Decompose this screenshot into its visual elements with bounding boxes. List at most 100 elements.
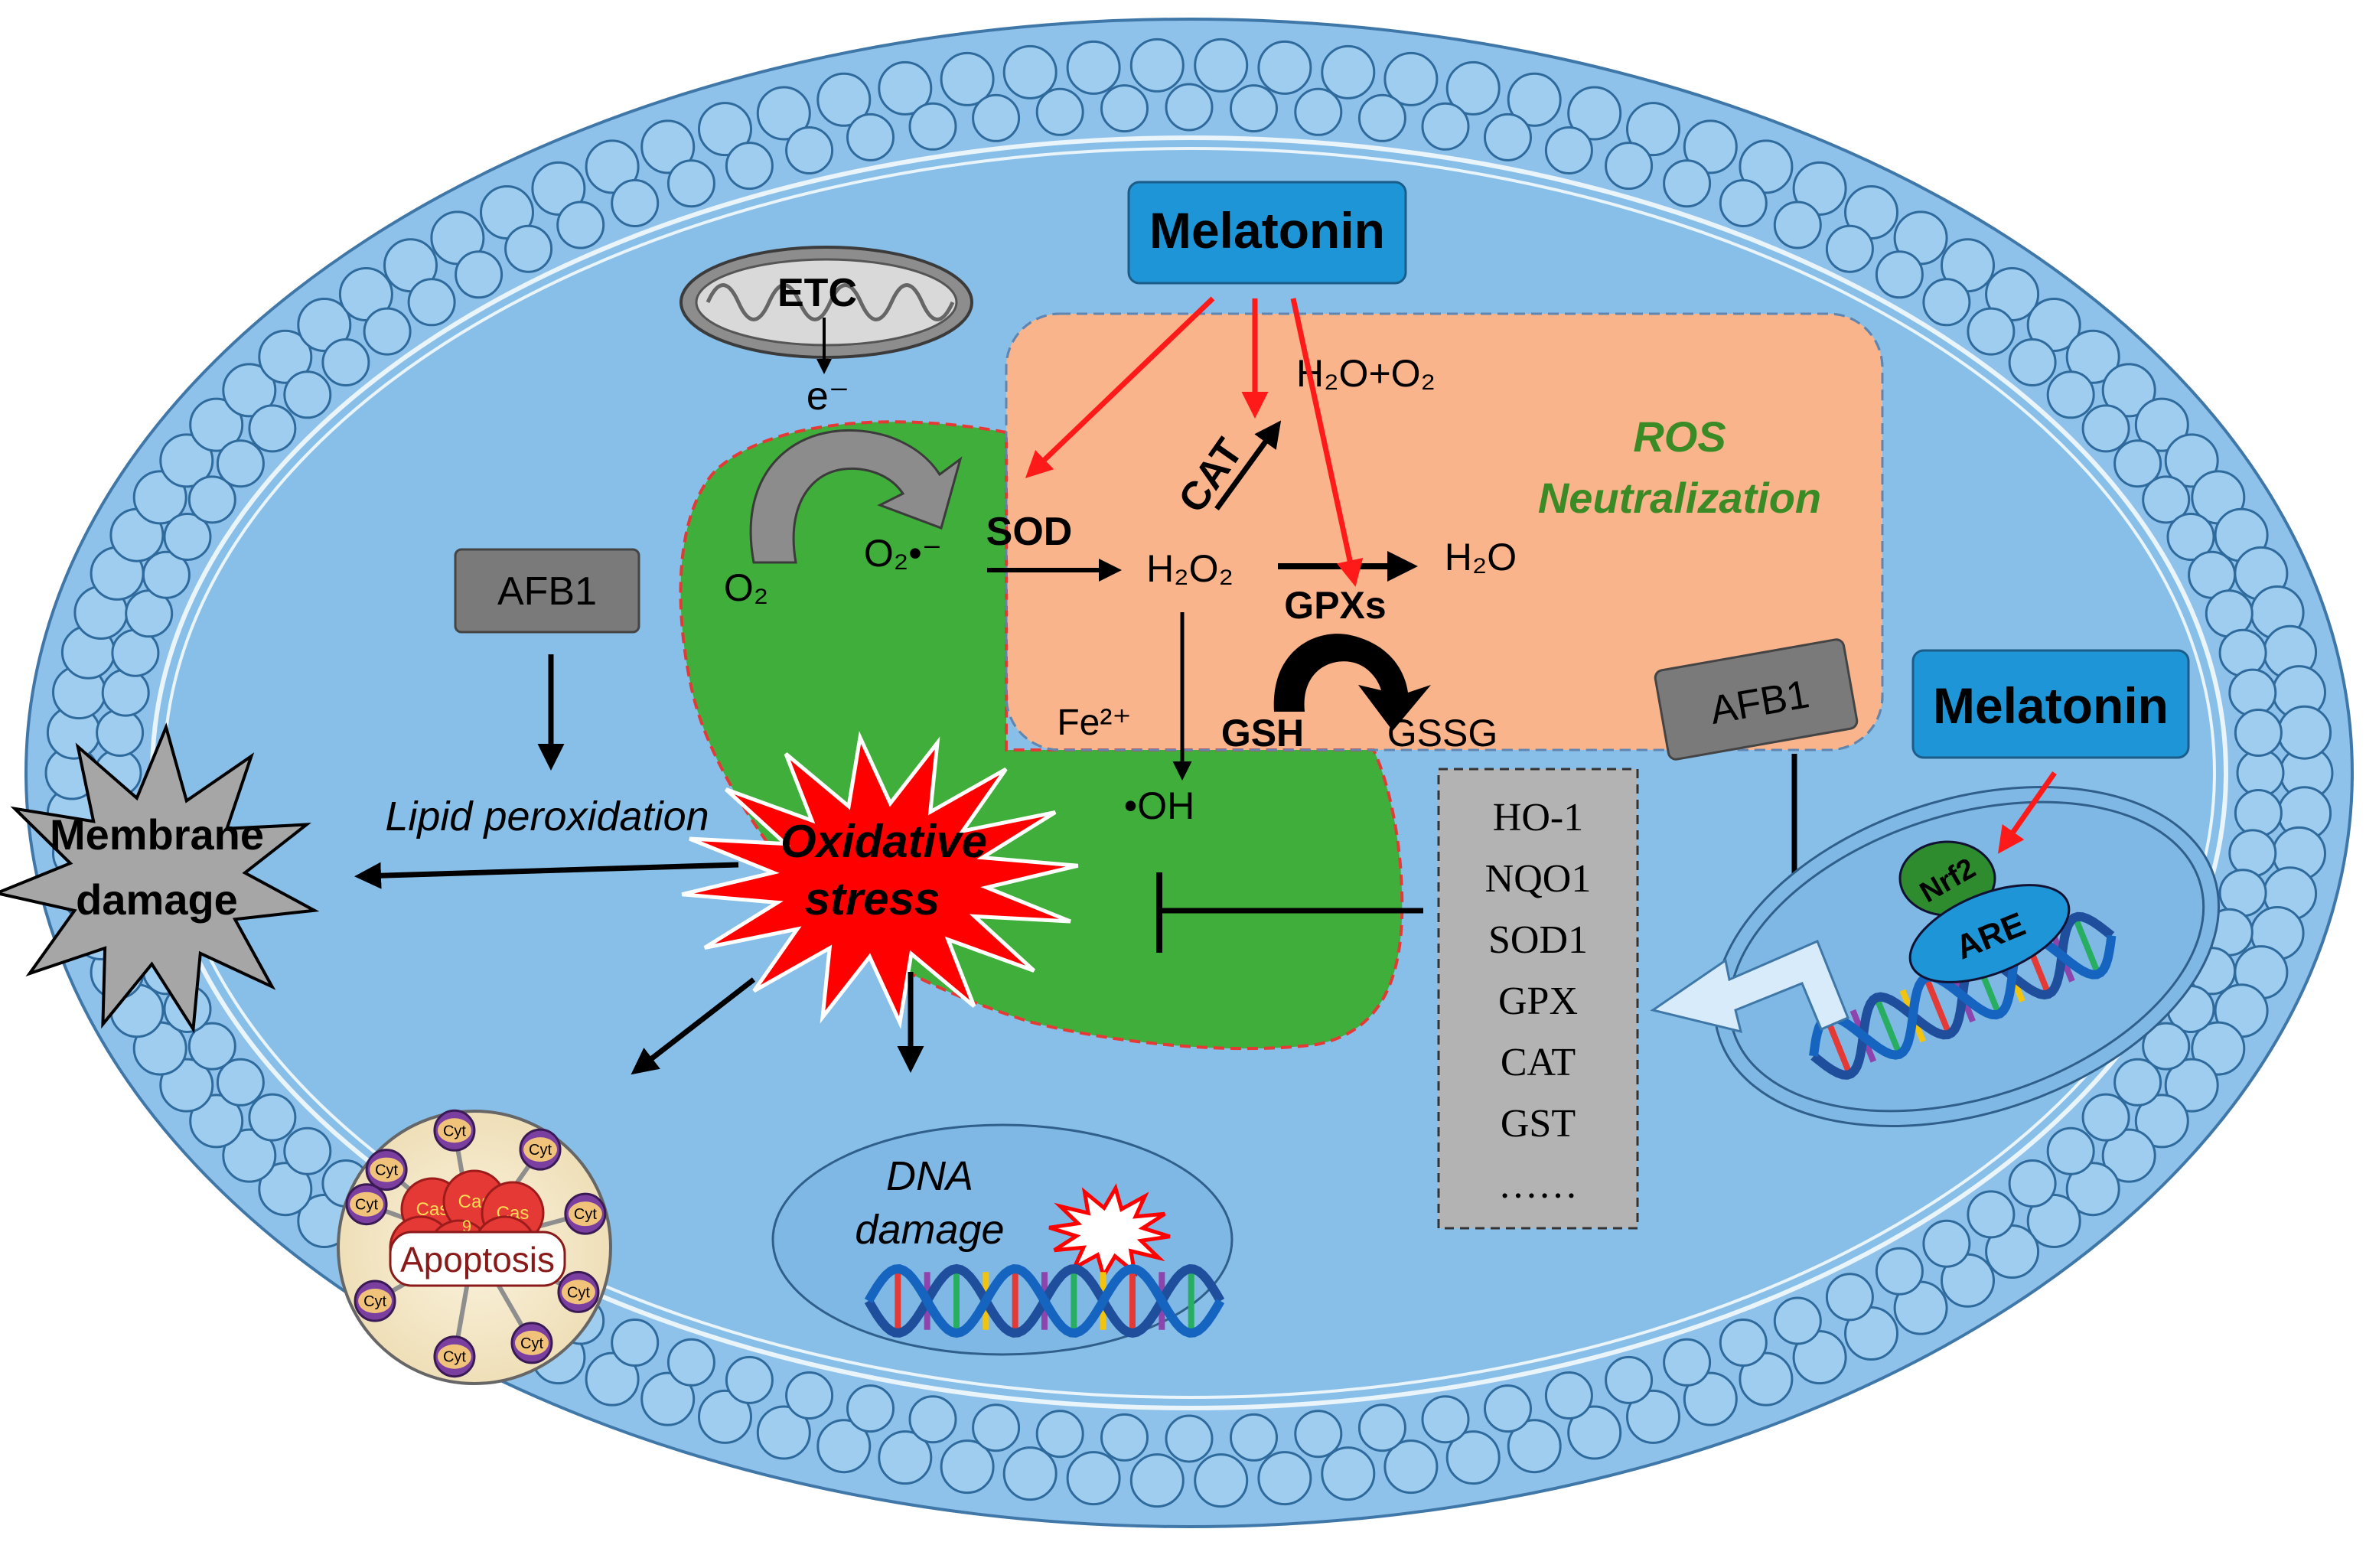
- phospholipid-head: [1165, 83, 1214, 132]
- phospholipid-head: [1683, 1371, 1738, 1426]
- h2o-label: H₂O: [1445, 536, 1517, 579]
- phospholipid-head: [1626, 102, 1680, 157]
- phospholipid-head: [666, 159, 715, 208]
- afb1-left-label: AFB1: [497, 569, 597, 614]
- phospholipid-head: [2026, 1194, 2081, 1248]
- cat-arrow: [1214, 420, 1282, 511]
- phospholipid-head: [1567, 1405, 1622, 1460]
- afb1-left-box: [454, 548, 640, 634]
- phospholipid-head: [363, 307, 412, 356]
- antioxidant-gene-list: HO-1NQO1SOD1GPXCATGST……: [1485, 796, 1592, 1207]
- phospholipid-head: [1922, 278, 1971, 327]
- phospholipid-head: [2218, 628, 2267, 677]
- phospholipid-head: [2234, 789, 2283, 837]
- phospholipid-head: [2101, 1128, 2156, 1183]
- phospholipid-head: [1922, 1219, 1971, 1268]
- phospholipid-head: [611, 1319, 660, 1367]
- phospholipid-head: [1507, 1419, 1562, 1474]
- phospholipid-head: [1257, 40, 1312, 95]
- phospholipid-head: [816, 72, 872, 127]
- phospholipid-head: [1605, 1355, 1654, 1404]
- phospholipid-head: [2228, 668, 2277, 717]
- cyt-label: Cyt: [520, 1335, 543, 1352]
- phospholipid-head: [1626, 1389, 1680, 1444]
- phospholipid-head: [1445, 60, 1501, 116]
- h2o2-label: H₂O₂: [1146, 547, 1233, 590]
- nucleus-inner: [1728, 800, 2205, 1113]
- phospholipid-head: [1683, 119, 1738, 174]
- phospholipid-head: [142, 550, 191, 599]
- o2-reduction-curved-arrow: [749, 429, 963, 564]
- gene-item: NQO1: [1485, 857, 1592, 901]
- phospholipid-head: [1445, 1430, 1501, 1485]
- phospholipid-head: [1383, 1439, 1439, 1495]
- phospholipid-head: [2008, 1159, 2057, 1208]
- ros-neutralization-box-overlay: [1008, 315, 1881, 748]
- sod-label: SOD: [986, 510, 1073, 554]
- phospholipid-head: [1792, 1330, 1847, 1385]
- gpxs-label: GPXs: [1284, 584, 1386, 627]
- phospholipid-head: [1194, 37, 1249, 93]
- phospholipid-head: [1100, 1413, 1149, 1462]
- phospholipid-head: [2113, 1058, 2162, 1107]
- gene-item: GST: [1501, 1102, 1576, 1146]
- lipid-peroxidation-label: Lipid peroxidation: [385, 794, 709, 839]
- phospholipid-head: [2234, 709, 2283, 757]
- phospholipid-head: [666, 1338, 715, 1387]
- melatonin-to-gpx-red-arrow: [1290, 298, 1364, 587]
- cyt-label: Cyt: [363, 1293, 386, 1310]
- gene-item: ……: [1498, 1163, 1578, 1207]
- phospholipid-head: [972, 93, 1021, 142]
- dna-helix-icon: [864, 1263, 1225, 1338]
- phospholipid-head: [163, 513, 212, 561]
- phospholipid-head: [785, 1371, 834, 1420]
- damage-label: damage: [855, 1207, 1004, 1253]
- o2-label: O₂: [724, 566, 768, 609]
- phospholipid-head: [2081, 1093, 2130, 1142]
- phospholipid-head: [2142, 1022, 2191, 1071]
- phospholipid-head: [187, 475, 236, 524]
- phospholipid-head: [1719, 1319, 1768, 1367]
- phospholipid-head: [455, 250, 504, 299]
- nucleus-dna-helix-icon: [1809, 911, 2117, 1080]
- melatonin-to-sod-red-arrow: [1025, 296, 1215, 478]
- phospholipid-head: [1002, 1446, 1058, 1501]
- phospholipid-head: [816, 1419, 872, 1474]
- phospholipid-head: [1321, 44, 1376, 99]
- phospholipid-head: [2046, 1126, 2095, 1175]
- etc-label: ETC: [777, 271, 857, 315]
- afb1-right-box: [1654, 638, 1859, 761]
- stress-label: stress: [805, 873, 940, 924]
- phospholipid-head: [1544, 126, 1593, 174]
- phospholipid-head: [611, 179, 660, 227]
- phospholipid-head: [1544, 1371, 1593, 1420]
- oxidative-stress-star: [681, 731, 1079, 1029]
- phospholipid-head: [1066, 1451, 1121, 1506]
- apoptosis-label-box: [389, 1231, 566, 1287]
- phospholipid-head: [1129, 1453, 1185, 1508]
- cyt-label: Cyt: [375, 1162, 398, 1179]
- cyt-label: Cyt: [443, 1123, 466, 1139]
- phospholipid-head: [1739, 1351, 1794, 1407]
- phospholipid-head: [2236, 748, 2285, 797]
- phospholipid-head: [1294, 87, 1343, 136]
- phospholipid-head: [159, 433, 214, 488]
- phospholipid-head: [2065, 1162, 2120, 1217]
- phospholipid-head: [189, 1094, 244, 1149]
- phospholipid-head: [1967, 1190, 2016, 1239]
- phospholipid-head: [1257, 1451, 1312, 1506]
- phospholipid-head: [2164, 1058, 2219, 1113]
- melatonin-top-box: [1127, 181, 1407, 285]
- neutralization-title: Neutralization: [1538, 474, 1821, 522]
- phospholipid-head: [159, 1058, 214, 1113]
- phospholipid-head: [2046, 370, 2095, 419]
- phospholipid-head: [1875, 250, 1924, 299]
- phospholipid-head: [1825, 1273, 1874, 1322]
- phospholipid-head: [1002, 44, 1058, 99]
- phospholipid-head: [2142, 475, 2191, 524]
- phospholipid-head: [785, 126, 834, 174]
- gssg-label: GSSG: [1387, 712, 1497, 755]
- phospholipid-head: [2164, 433, 2219, 488]
- gene-item: CAT: [1501, 1041, 1576, 1084]
